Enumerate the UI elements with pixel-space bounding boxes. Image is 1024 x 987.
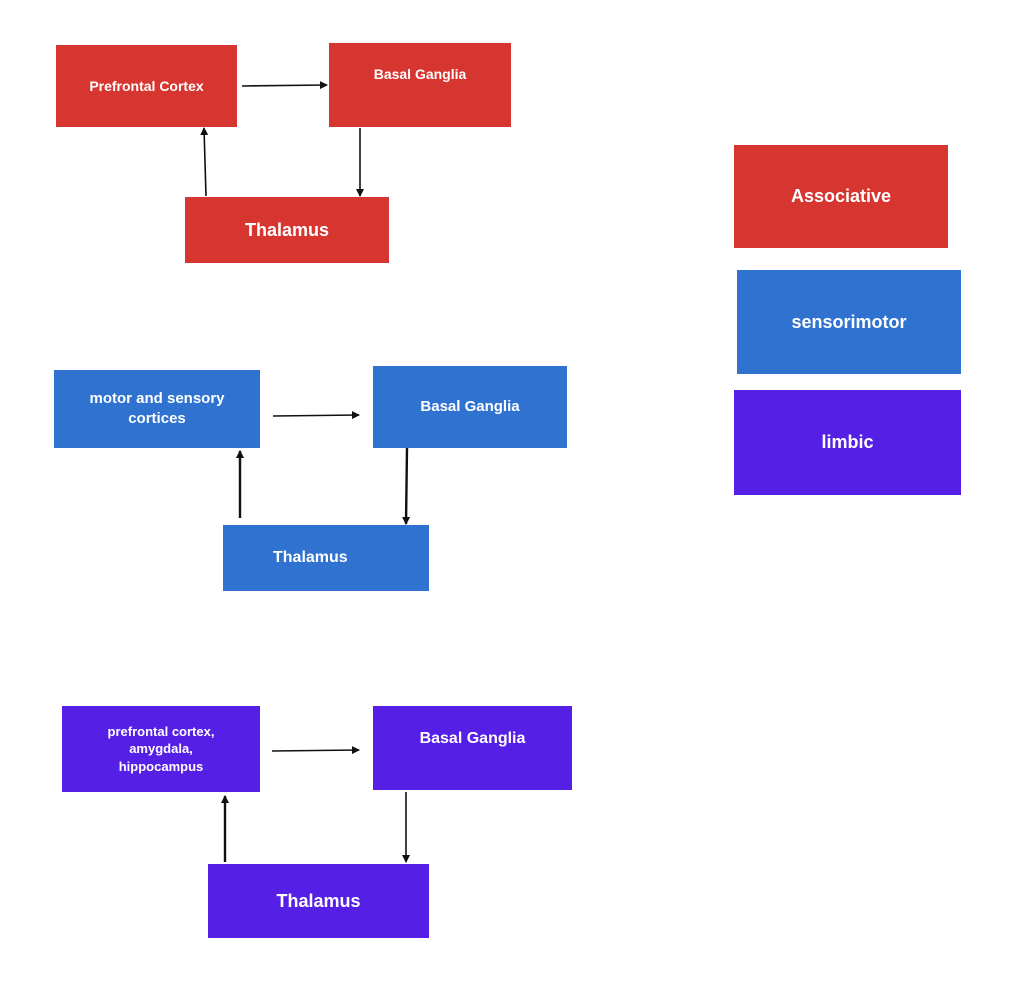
- associative-cortex-label: Prefrontal Cortex: [89, 77, 204, 94]
- associative-cortex-box: Prefrontal Cortex: [56, 45, 237, 127]
- sensorimotor-cortex-label: motor and sensory cortices: [89, 389, 225, 427]
- sensorimotor-thalamus-box: Thalamus: [223, 525, 429, 591]
- associative-cortex-to-bg-arrow: [241, 81, 328, 90]
- legend-associative-label: Associative: [790, 186, 892, 207]
- sensorimotor-basal-ganglia-label: Basal Ganglia: [420, 397, 520, 415]
- limbic-basal-ganglia-label: Basal Ganglia: [419, 730, 526, 747]
- legend-limbic: limbic: [734, 390, 961, 495]
- legend-sensorimotor: sensorimotor: [737, 270, 961, 374]
- legend-associative: Associative: [734, 145, 948, 248]
- limbic-cortex-to-bg-arrow: [271, 746, 360, 755]
- sensorimotor-basal-ganglia-box: Basal Ganglia: [373, 366, 567, 448]
- associative-thalamus-label: Thalamus: [244, 219, 330, 240]
- limbic-basal-ganglia-box: Basal Ganglia: [373, 706, 572, 790]
- limbic-cortex-box: prefrontal cortex, amygdala, hippocampus: [62, 706, 260, 792]
- sensorimotor-cortex-box: motor and sensory cortices: [54, 370, 260, 448]
- associative-thalamus-to-cortex-arrow: [200, 127, 209, 197]
- limbic-cortex-label: prefrontal cortex, amygdala, hippocampus: [107, 723, 215, 774]
- limbic-thalamus-label: Thalamus: [276, 890, 361, 911]
- sensorimotor-bg-to-thalamus-arrow: [402, 447, 411, 525]
- legend-limbic-label: limbic: [821, 432, 874, 453]
- associative-thalamus-box: Thalamus: [185, 197, 389, 263]
- limbic-thalamus-box: Thalamus: [208, 864, 429, 938]
- associative-basal-ganglia-box: Basal Ganglia: [329, 43, 511, 127]
- sensorimotor-cortex-to-bg-arrow: [272, 411, 360, 420]
- associative-basal-ganglia-label: Basal Ganglia: [373, 66, 467, 82]
- legend-sensorimotor-label: sensorimotor: [791, 311, 907, 332]
- sensorimotor-thalamus-label: Thalamus: [273, 549, 348, 567]
